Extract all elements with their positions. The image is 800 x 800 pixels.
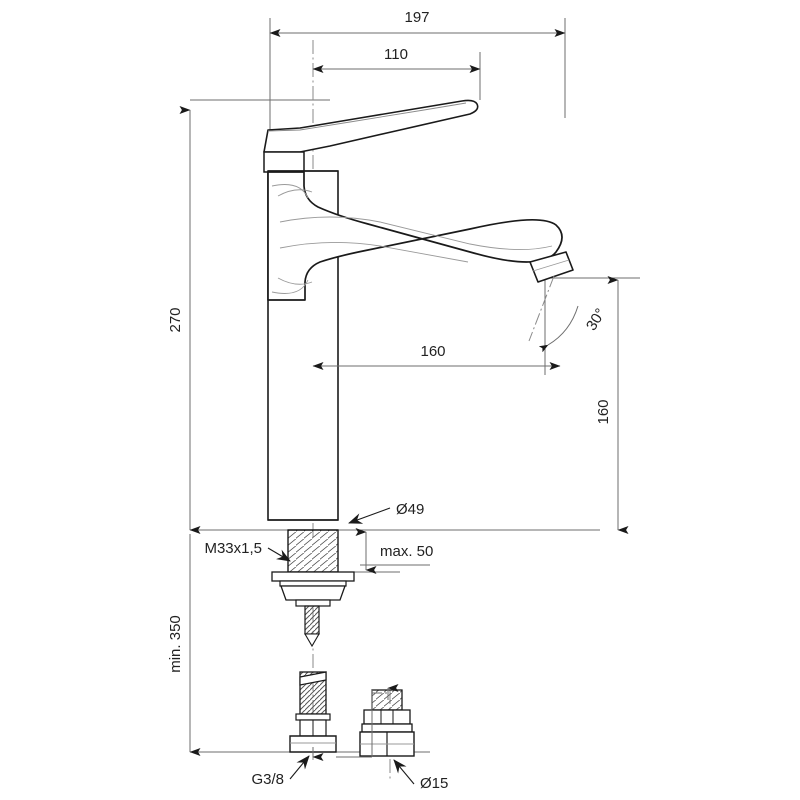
- aerator-outlet: [529, 251, 574, 283]
- note-thread-g38-label: G3/8: [251, 771, 284, 788]
- lever-handle: [263, 99, 479, 153]
- dim-160-height: 160: [595, 276, 629, 534]
- note-diameter-49-label: Ø49: [396, 501, 424, 518]
- dim-min-350: min. 350: [167, 534, 201, 756]
- dim-160-reach-label: 160: [420, 343, 445, 360]
- note-thread-m33: M33x1,5: [204, 540, 291, 562]
- note-thread-m33-label: M33x1,5: [204, 540, 262, 557]
- dim-110-label: 110: [384, 46, 408, 63]
- dim-min-350-label: min. 350: [167, 615, 184, 673]
- spout-body: [267, 171, 563, 301]
- hose-length-bracket: [312, 684, 399, 761]
- fixing-stud: [304, 605, 320, 648]
- faucet-body-drawing: [263, 99, 574, 648]
- handle-collar: [263, 151, 305, 173]
- note-thread-g38: G3/8: [251, 755, 310, 788]
- note-diameter-15-label: Ø15: [420, 775, 448, 792]
- dim-270: 270: [167, 106, 201, 534]
- dim-160-height-label: 160: [595, 399, 612, 424]
- washer-plate: [271, 571, 355, 587]
- connector-15: [359, 689, 415, 757]
- dim-197: 197: [269, 9, 566, 37]
- flexible-hose-assembly: [289, 671, 337, 753]
- dim-160-reach: 160: [312, 343, 561, 370]
- dim-max-50-label: max. 50: [380, 543, 433, 560]
- note-diameter-49: Ø49: [348, 501, 424, 524]
- note-diameter-15: Ø15: [393, 759, 448, 792]
- dim-110: 110: [312, 46, 481, 73]
- dim-max-50: max. 50: [355, 528, 433, 574]
- dim-270-label: 270: [167, 307, 184, 332]
- dim-197-label: 197: [404, 9, 429, 26]
- threaded-shank: [287, 529, 339, 573]
